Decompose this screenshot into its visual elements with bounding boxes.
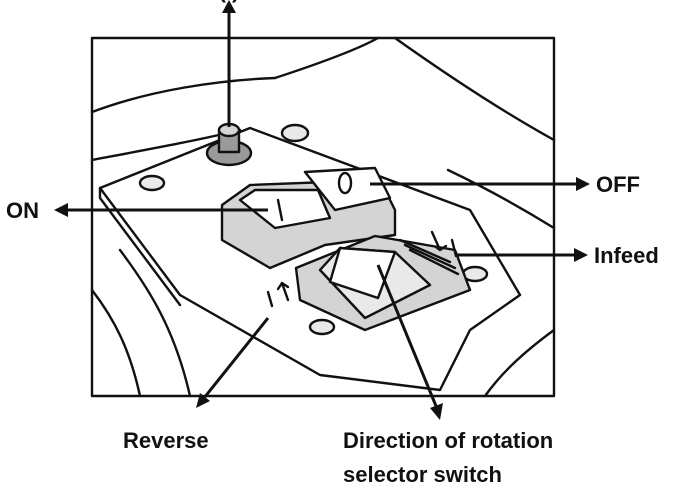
reverse-callout-arrowhead: [196, 393, 210, 408]
infeed-mark-line: [450, 238, 458, 258]
selector-rocker: [328, 246, 397, 300]
screw-left: [138, 174, 166, 192]
on-off-switch: [220, 166, 397, 270]
on-callout-arrowhead: [54, 203, 68, 217]
switch-plate: [98, 126, 522, 392]
illustration-frame: [90, 36, 556, 398]
direction-callout-arrowhead: [430, 403, 443, 420]
off-callout-arrowhead: [576, 177, 590, 191]
reverse-mark-icon: [276, 281, 290, 302]
infeed-mark-icon: [430, 230, 448, 252]
housing-curve-lower-left: [118, 248, 192, 398]
off-rocker: [303, 166, 392, 212]
top-partial-label: ( ): [219, 0, 240, 3]
top-knob: [205, 122, 253, 167]
housing-curve-right: [446, 168, 556, 230]
plate-edge: [98, 186, 182, 307]
screw-bottom: [308, 318, 336, 336]
housing-curve-upper: [273, 36, 380, 80]
callouts: [54, 0, 590, 420]
switch-illustration: [90, 36, 556, 398]
direction-label-line1: Direction of rotation: [343, 428, 553, 453]
housing-curve-lower-right: [483, 328, 556, 398]
housing-curve-upper-right: [393, 36, 556, 142]
on-rocker-mark: [276, 198, 284, 222]
top-callout-arrowhead: [222, 0, 236, 13]
housing-curve-lower-left-2: [90, 288, 142, 398]
on-rocker: [238, 188, 332, 230]
on-label: ON: [6, 198, 39, 223]
direction-label-line2: selector switch: [343, 462, 502, 487]
off-rocker-mark: [337, 171, 353, 195]
screw-top: [280, 123, 310, 143]
infeed-callout-arrowhead: [574, 248, 588, 262]
infeed-label: Infeed: [594, 243, 659, 268]
off-label: OFF: [596, 172, 640, 197]
reverse-mark-line: [266, 290, 274, 308]
direction-selector-switch: [294, 234, 472, 332]
reverse-label: Reverse: [123, 428, 209, 453]
selector-rail-lines: [398, 238, 460, 276]
reverse-callout-line: [202, 317, 270, 399]
direction-callout-line: [376, 264, 438, 407]
housing-curve-upper-left: [90, 76, 277, 114]
